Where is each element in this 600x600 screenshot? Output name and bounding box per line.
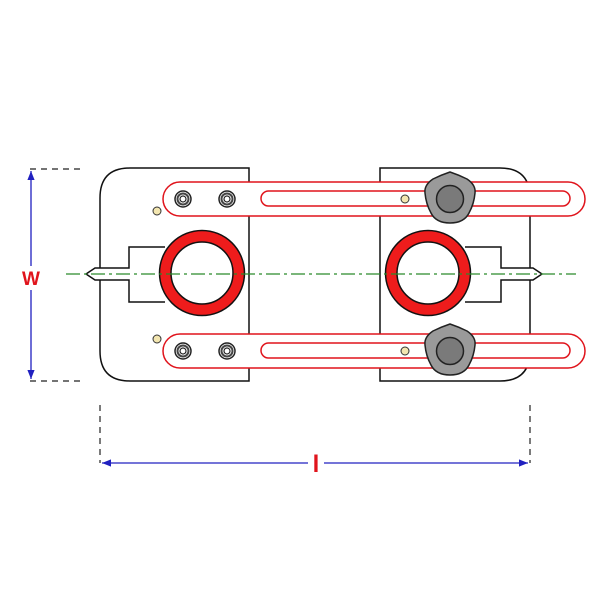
pin-icon xyxy=(400,194,410,204)
width-label: W xyxy=(22,269,40,290)
top-rail-slot xyxy=(260,190,571,207)
screw-icon xyxy=(218,342,236,360)
length-dimension: l xyxy=(99,405,531,478)
width-dimension: W xyxy=(20,168,80,382)
pin-icon xyxy=(400,346,410,356)
length-label: l xyxy=(313,451,320,478)
screw-icon xyxy=(218,190,236,208)
bottom-rail xyxy=(162,333,586,369)
screw-icon xyxy=(174,342,192,360)
star-knob-icon xyxy=(424,323,476,376)
star-knob-icon xyxy=(424,171,476,224)
pin-icon xyxy=(152,206,162,216)
right-bushing-ring xyxy=(384,229,472,317)
top-rail xyxy=(162,181,586,217)
pin-icon xyxy=(152,334,162,344)
left-bushing-ring xyxy=(158,229,246,317)
bottom-rail-slot xyxy=(260,342,571,359)
screw-icon xyxy=(174,190,192,208)
